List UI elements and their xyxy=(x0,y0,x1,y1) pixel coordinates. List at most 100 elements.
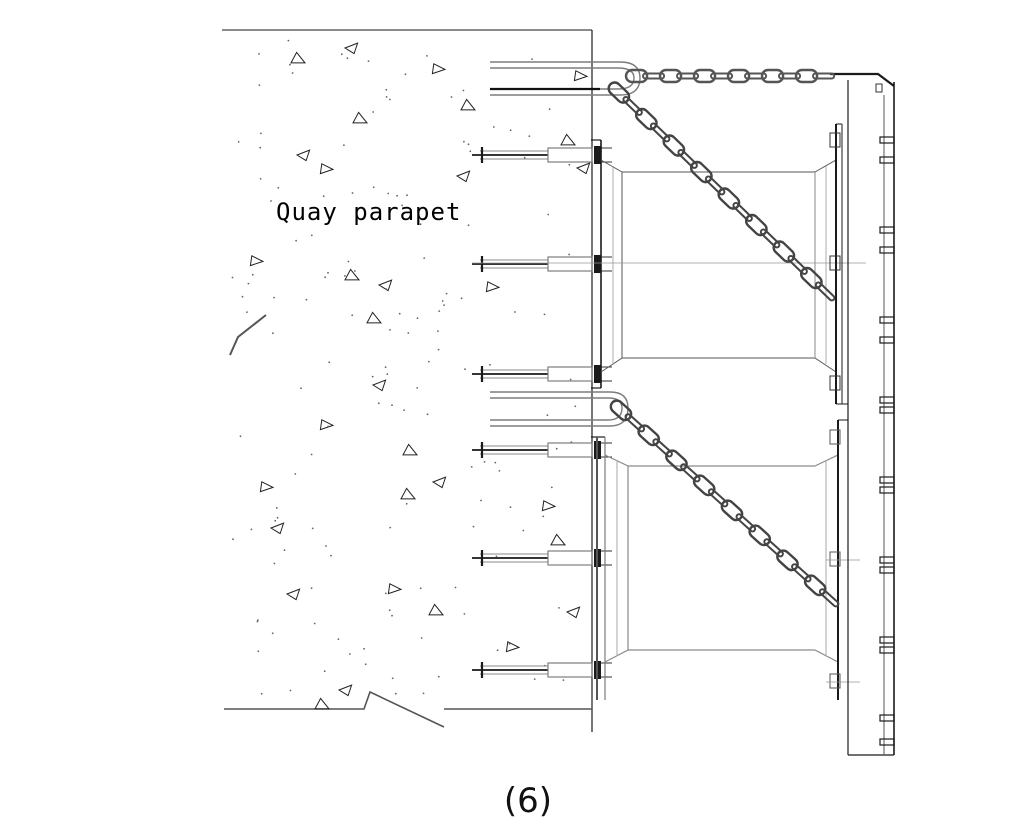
stipple-dot xyxy=(247,282,250,285)
stipple-dot xyxy=(438,310,441,312)
aggregate-triangle xyxy=(314,697,331,710)
aggregate-triangle xyxy=(428,603,445,616)
stipple-dot xyxy=(508,642,511,645)
stipple-dot xyxy=(294,473,297,475)
chain-link xyxy=(677,148,698,169)
chain-link xyxy=(609,399,633,422)
aggregate-triangle xyxy=(259,481,275,493)
panel-bolt xyxy=(879,406,895,414)
stipple-dot xyxy=(274,519,277,522)
stipple-dot xyxy=(323,670,326,673)
anchor-bolt xyxy=(472,661,612,679)
aggregate-triangle xyxy=(366,311,383,324)
chain-link xyxy=(720,499,744,522)
aggregate-triangle xyxy=(565,606,581,619)
stipple-dot xyxy=(283,549,286,551)
stipple-dot xyxy=(241,295,244,298)
aggregate-triangle xyxy=(431,63,447,75)
stipple-dot xyxy=(555,447,558,450)
panel-bolt xyxy=(879,566,895,574)
anchor-bolt xyxy=(472,441,612,459)
stipple-dot xyxy=(313,622,316,625)
stipple-dot xyxy=(514,311,516,313)
stipple-dot xyxy=(322,195,325,198)
stipple-dot xyxy=(426,55,428,57)
stipple-dot xyxy=(327,425,329,428)
stipple-dot xyxy=(489,363,491,366)
chain-anchor-lower xyxy=(490,391,629,427)
panel-bolt xyxy=(879,636,895,644)
stipple-dot xyxy=(523,156,526,159)
aggregate-triangle xyxy=(343,42,359,55)
anchor-bolt xyxy=(472,146,612,164)
stipple-dot xyxy=(337,638,340,640)
stipple-dot xyxy=(325,545,327,547)
panel-bolt xyxy=(879,556,895,564)
aggregate-triangle xyxy=(269,522,285,535)
stipple-dot xyxy=(480,499,482,502)
chain-link xyxy=(704,175,726,196)
stipple-dot xyxy=(237,141,240,143)
chain-link xyxy=(717,187,741,210)
panel-bolt xyxy=(879,738,895,746)
stipple-dot xyxy=(422,692,425,695)
stipple-dot xyxy=(562,679,565,681)
chain-link xyxy=(665,449,688,472)
stipple-dot xyxy=(548,108,551,111)
panel-bolt xyxy=(879,226,895,234)
stipple-dot xyxy=(416,317,419,320)
aggregate-triangle xyxy=(290,51,307,64)
stipple-dot xyxy=(372,111,375,113)
figure-number: (6) xyxy=(504,781,552,821)
chain-link xyxy=(662,134,686,157)
chain-link xyxy=(652,438,673,458)
anchor-bolts xyxy=(472,146,612,679)
stipple-dot xyxy=(295,239,297,242)
stipple-dot xyxy=(416,387,419,389)
lower-fender xyxy=(591,419,860,700)
stipple-dot xyxy=(423,257,426,259)
stipple-dot xyxy=(547,213,550,216)
stipple-dot xyxy=(522,529,525,532)
chain-link xyxy=(818,588,840,608)
chain-link xyxy=(735,513,757,533)
chain-link xyxy=(778,72,802,80)
stipple-dot xyxy=(305,298,308,301)
aggregate-triangle xyxy=(337,684,353,697)
stipple-dot xyxy=(246,311,248,313)
stipple-dot xyxy=(272,332,274,335)
aggregate-triangle xyxy=(387,583,403,595)
stipple-dot xyxy=(472,525,475,528)
panel-bolt xyxy=(879,316,895,324)
chain-link xyxy=(799,266,823,290)
chain-link xyxy=(732,201,753,222)
aggregate-triangle xyxy=(560,133,577,146)
stipple-dot xyxy=(574,405,577,408)
aggregate-triangle xyxy=(249,255,265,267)
stipple-dot xyxy=(406,194,408,197)
stipple-dot xyxy=(498,470,501,472)
stipple-dot xyxy=(460,297,463,300)
stipple-dot xyxy=(384,592,387,595)
stipple-dot xyxy=(401,204,403,207)
stipple-dot xyxy=(257,650,260,653)
panel-bolt xyxy=(879,486,895,494)
stipple-dot xyxy=(343,144,345,147)
stipple-dot xyxy=(291,72,294,74)
stipple-dot xyxy=(568,253,570,256)
stipple-dot xyxy=(354,270,356,272)
stipple-dot xyxy=(419,223,422,226)
chain-link xyxy=(710,72,734,80)
panel-bolt xyxy=(879,136,895,144)
stipple-dot xyxy=(385,88,388,91)
chain-link xyxy=(760,68,785,84)
stipple-dot xyxy=(231,276,234,279)
stipple-dot xyxy=(384,366,387,369)
stipple-dot xyxy=(385,96,388,98)
stipple-dot xyxy=(289,63,291,66)
chain-link xyxy=(707,488,729,508)
panel-bolt xyxy=(879,156,895,164)
stipple-dot xyxy=(232,538,234,541)
stipple-dot xyxy=(509,129,512,132)
stipple-dot xyxy=(256,620,259,623)
